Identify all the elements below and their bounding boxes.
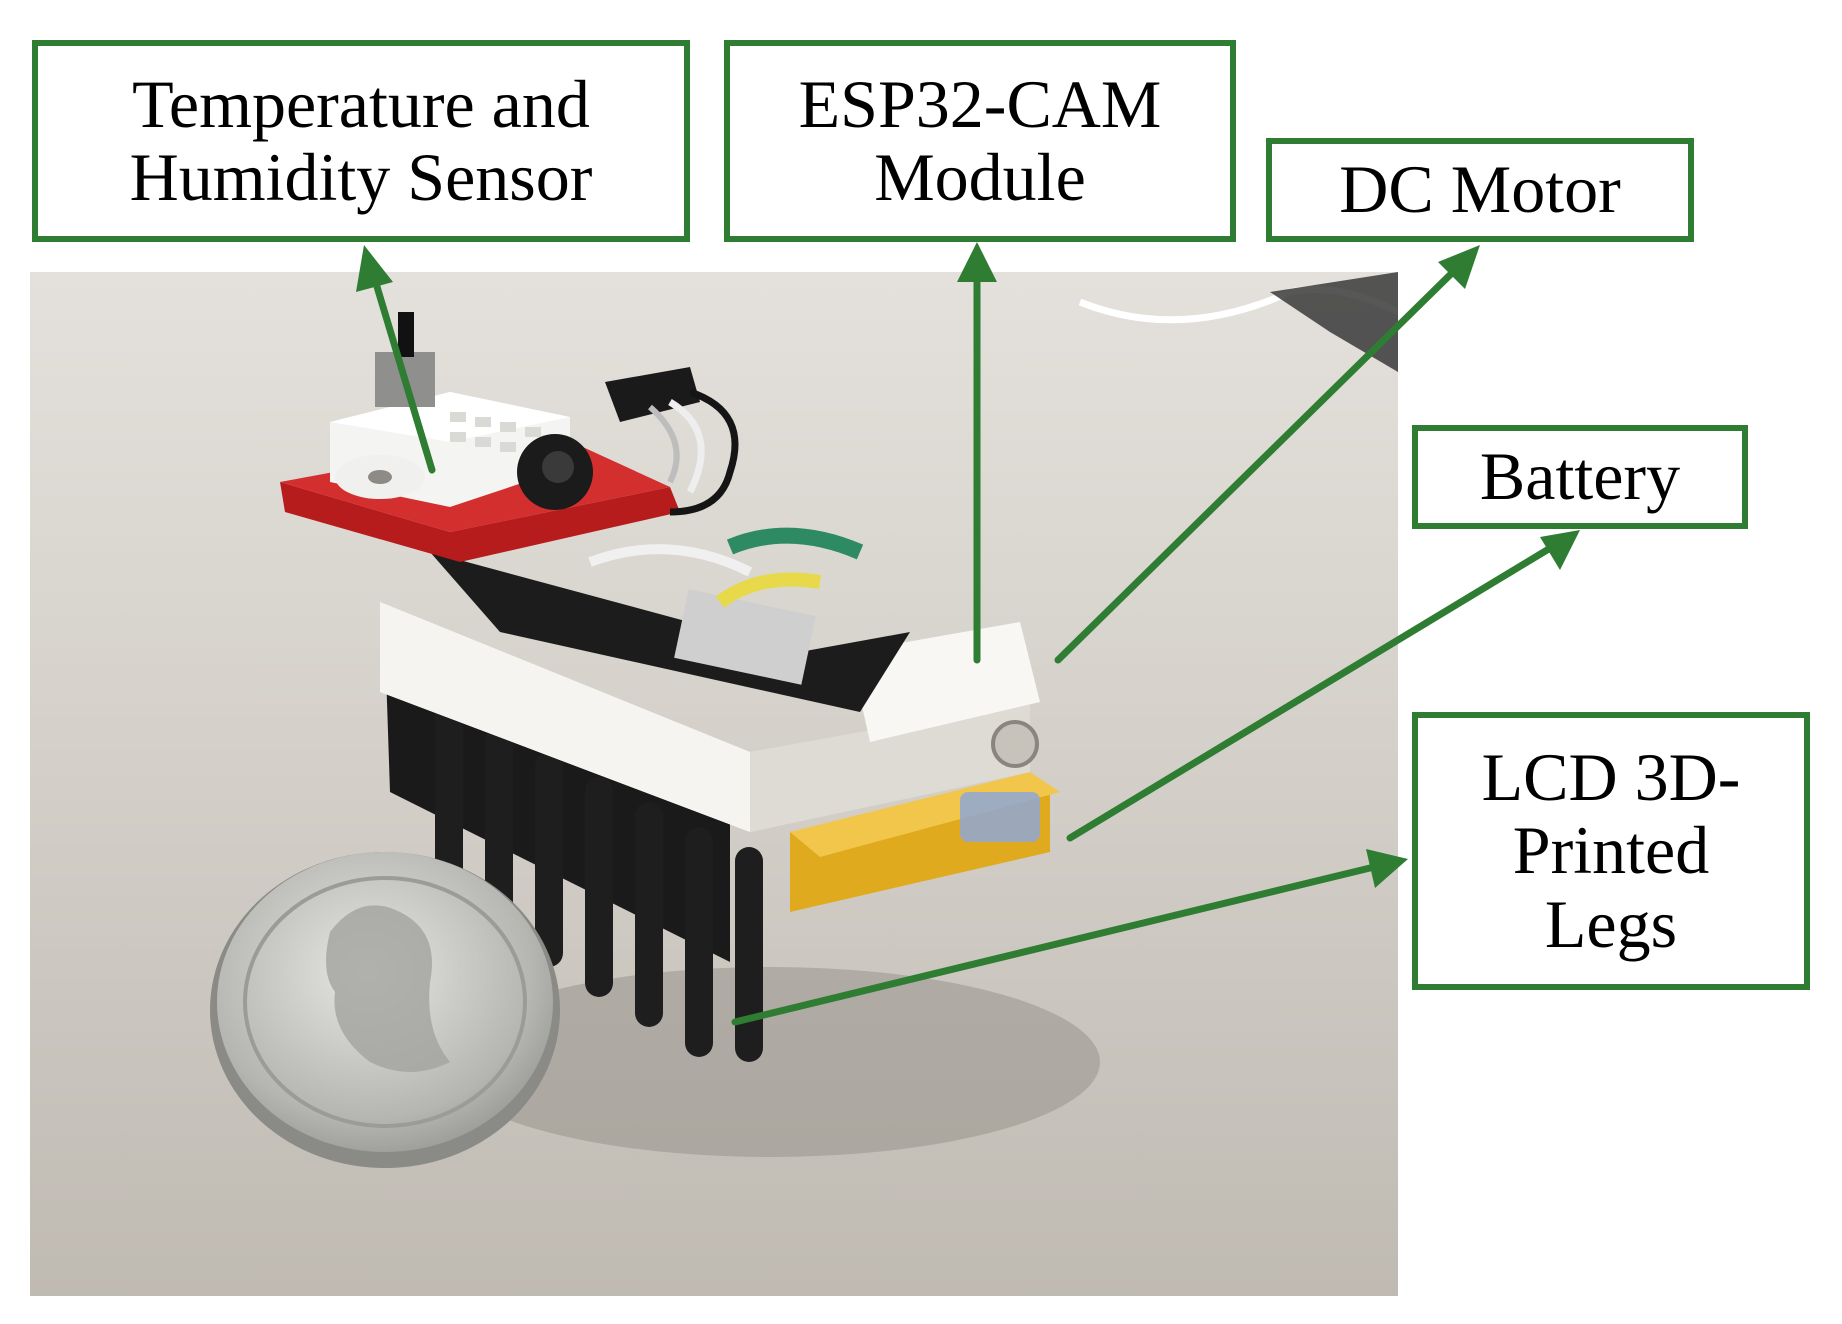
label-line: Legs xyxy=(1544,885,1678,962)
connector-wires xyxy=(605,367,739,516)
esp32-board xyxy=(430,527,910,712)
label-line: ESP32-CAM xyxy=(798,65,1162,142)
label-dc-motor: DC Motor xyxy=(1266,138,1694,242)
arrowhead-battery xyxy=(1540,530,1580,570)
label-temperature-humidity-sensor: Temperature and Humidity Sensor xyxy=(32,40,690,242)
arrowhead-dc-motor xyxy=(1438,245,1480,289)
label-line: Temperature and xyxy=(132,65,590,142)
label-line: LCD 3D- xyxy=(1481,738,1741,815)
label-line: Battery xyxy=(1479,438,1681,515)
label-line: DC Motor xyxy=(1339,151,1621,228)
label-battery: Battery xyxy=(1412,425,1748,529)
label-lcd-3d-printed-legs: LCD 3D- Printed Legs xyxy=(1412,712,1810,990)
label-line: Printed xyxy=(1512,812,1710,889)
robot-legs xyxy=(385,642,763,1062)
camera-lens xyxy=(517,434,593,510)
label-esp32-cam-module: ESP32-CAM Module xyxy=(724,40,1236,242)
robot-photo xyxy=(30,272,1398,1296)
label-line: Humidity Sensor xyxy=(129,139,593,215)
label-line: Module xyxy=(874,139,1086,215)
quarter-coin xyxy=(210,852,560,1168)
